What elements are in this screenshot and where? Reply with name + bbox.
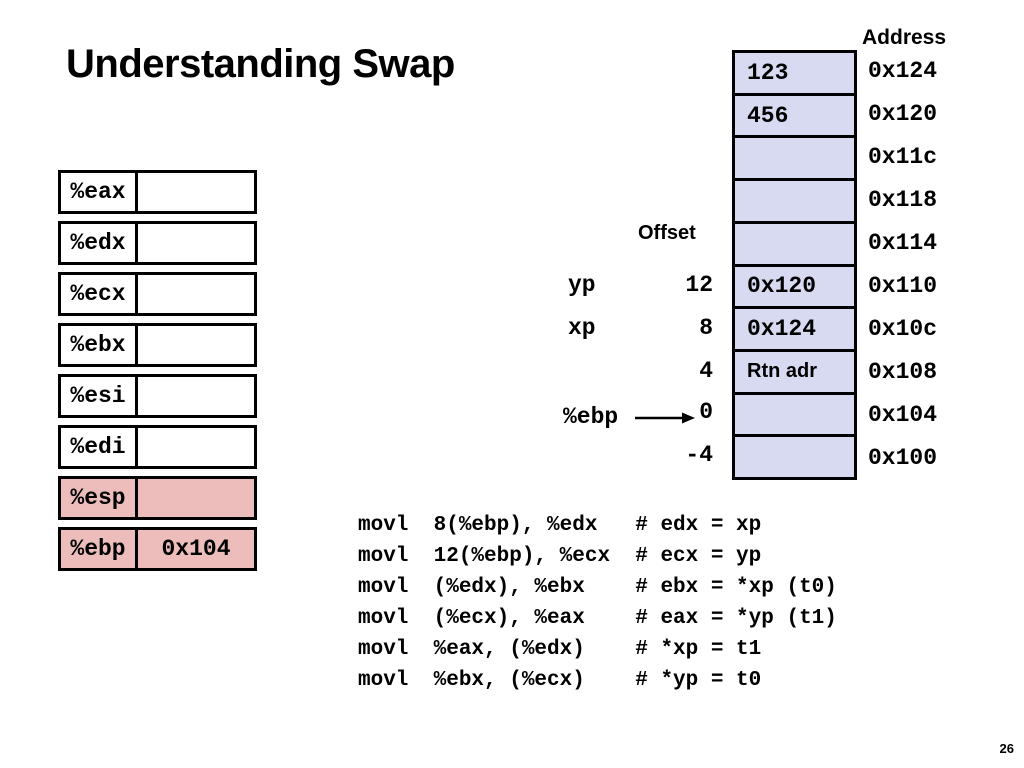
address-label: 0x110 (868, 273, 938, 299)
memory-cell-0x11c (735, 138, 854, 182)
code-line: movl %ebx, (%ecx) # *yp = t0 (358, 669, 762, 692)
register-value (138, 173, 254, 211)
offset-value: 12 (685, 272, 713, 298)
memory-cell-0x110: 0x120 (735, 266, 854, 310)
assembly-code-block: movl 8(%ebp), %edx # edx = xp movl 12(%e… (358, 510, 837, 696)
code-line: movl 12(%ebp), %ecx # ecx = yp (358, 545, 762, 568)
memory-cell-0x118 (735, 181, 854, 224)
offset-column-header: Offset (638, 222, 696, 244)
address-label: 0x10c (868, 316, 938, 342)
memory-cell-value: 0x124 (747, 316, 817, 343)
address-column-header: Address (862, 26, 947, 49)
memory-cell-0x120: 456 (735, 95, 854, 139)
memory-cell-0x124: 123 (735, 53, 854, 96)
memory-cell-value: 123 (747, 59, 789, 86)
offset-value: -4 (685, 442, 713, 468)
address-label: 0x100 (868, 445, 938, 471)
code-line: movl (%edx), %ebx # ebx = *xp (t0) (358, 576, 837, 599)
memory-cell-value: 456 (747, 102, 789, 129)
offset-value: 8 (699, 315, 713, 341)
code-line: movl %eax, (%edx) # *xp = t1 (358, 638, 762, 661)
offset-value: 0 (699, 399, 713, 425)
memory-cell-value: 0x120 (747, 273, 817, 300)
register-value: 0x104 (161, 536, 231, 562)
register-row-edx: %edx (58, 221, 257, 265)
memory-stack: 123 456 0x120 0x124 Rtn adr (732, 50, 857, 480)
memory-cell-0x114 (735, 223, 854, 267)
offset-var-xp: xp (568, 315, 596, 341)
register-value (138, 377, 254, 415)
memory-cell-0x100 (735, 437, 854, 478)
page-number: 26 (999, 741, 1014, 756)
address-label: 0x124 (868, 58, 938, 84)
register-row-edi: %edi (58, 425, 257, 469)
memory-cell-0x108: Rtn adr (735, 351, 854, 395)
register-name: %eax (61, 173, 138, 211)
offset-value: 4 (699, 358, 713, 384)
register-value (138, 224, 254, 262)
register-value (138, 428, 254, 466)
memory-cell-value: Rtn adr (747, 360, 817, 383)
register-name: %edi (61, 428, 138, 466)
page-title: Understanding Swap (66, 42, 455, 86)
register-row-ebx: %ebx (58, 323, 257, 367)
memory-cell-0x104 (735, 394, 854, 438)
address-label: 0x104 (868, 402, 938, 428)
address-label: 0x114 (868, 230, 938, 256)
register-row-eax: %eax (58, 170, 257, 214)
offset-var-yp: yp (568, 272, 596, 298)
register-name: %ecx (61, 275, 138, 313)
register-row-ebp: %ebp 0x104 (58, 527, 257, 571)
register-name: %esi (61, 377, 138, 415)
register-table: %eax %edx %ecx %ebx %esi %edi %esp %ebp (58, 170, 257, 571)
code-line: movl 8(%ebp), %edx # edx = xp (358, 514, 762, 537)
register-value (138, 275, 254, 313)
ebp-arrow-icon (635, 412, 695, 424)
register-row-ecx: %ecx (58, 272, 257, 316)
memory-cell-0x10c: 0x124 (735, 309, 854, 352)
register-value (138, 479, 254, 517)
code-line: movl (%ecx), %eax # eax = *yp (t1) (358, 607, 837, 630)
register-name: %edx (61, 224, 138, 262)
register-row-esp: %esp (58, 476, 257, 520)
address-label: 0x120 (868, 101, 938, 127)
register-name: %ebp (61, 530, 138, 568)
address-label: 0x11c (868, 144, 938, 170)
register-name: %esp (61, 479, 138, 517)
ebp-pointer-label: %ebp (563, 404, 619, 430)
register-name: %ebx (61, 326, 138, 364)
address-label: 0x108 (868, 359, 938, 385)
register-value (138, 326, 254, 364)
register-row-esi: %esi (58, 374, 257, 418)
address-label: 0x118 (868, 187, 938, 213)
